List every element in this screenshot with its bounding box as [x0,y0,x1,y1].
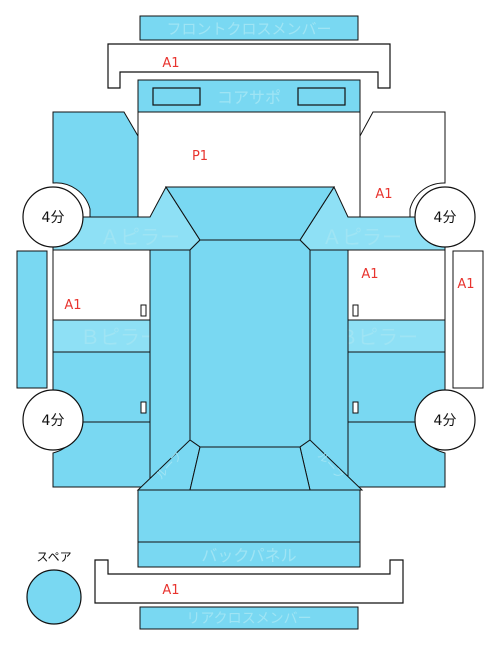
left-a-pillar-label: Ａピラー [100,225,180,249]
right-front-door[interactable] [347,249,446,321]
rear-window[interactable] [189,446,311,491]
rear-cross-member-label: リアクロスメンバー [186,611,311,627]
back-panel[interactable] [137,541,361,568]
rear-bumper-outline[interactable] [94,559,404,604]
tire-front-left-label: 4分 [42,210,65,226]
right-rocker-marker: A1 [457,277,474,292]
left-front-door-marker: A1 [64,298,81,313]
right-rocker-panel[interactable] [452,250,484,389]
trunk-panel[interactable] [137,489,361,543]
left-front-door[interactable] [52,249,151,321]
back-panel-label: バックパネル [201,546,296,565]
tire-rear-left[interactable] [22,389,84,451]
right-fender-marker: A1 [375,187,392,202]
front-bumper-marker: A1 [162,56,179,71]
tire-front-right[interactable] [414,186,476,248]
spare-label: スペア [36,550,71,564]
core-support-label: コアサポ [217,88,281,107]
front-cross-member-panel[interactable] [139,15,359,41]
right-rear-door-handle [352,401,359,414]
spare-tire[interactable] [26,569,82,625]
right-front-door-marker: A1 [361,267,378,282]
tire-front-right-label: 4分 [434,210,457,226]
right-front-door-handle [352,304,359,317]
headlight-right [297,87,346,106]
hood-marker: P1 [192,149,208,164]
headlight-left [152,87,201,106]
rear-bumper-marker: A1 [162,583,179,598]
left-front-door-handle [140,304,147,317]
tire-rear-left-label: 4分 [42,413,65,429]
right-a-pillar-label: Ａピラー [322,225,402,249]
rear-cross-member-panel[interactable] [139,606,359,630]
windshield [165,186,335,241]
right-b-pillar-label: Ｂピラー [338,325,418,349]
left-rear-door-handle [140,401,147,414]
front-bumper-outline[interactable] [107,43,391,89]
left-b-pillar-label: Ｂピラー [80,325,160,349]
front-cross-member-label: フロントクロスメンバー [166,20,331,38]
left-rocker-panel[interactable] [16,250,48,389]
tire-rear-right[interactable] [414,389,476,451]
tire-front-left[interactable] [22,186,84,248]
tire-rear-right-label: 4分 [434,413,457,429]
